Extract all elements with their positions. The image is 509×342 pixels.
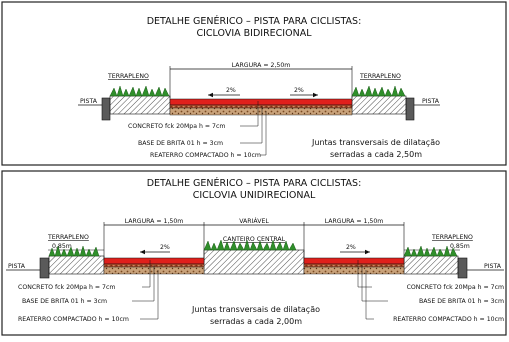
panel2-leader-left-reaterro	[140, 270, 159, 320]
panel2-right-layer-brita	[303, 263, 405, 268]
panel2-grass-right	[403, 245, 458, 257]
panel2-right-layer-reaterro	[303, 266, 405, 275]
panel2-dim-right: 0,85m	[450, 243, 470, 250]
panel1-label-brita: BASE DE BRITA 01 h = 3cm	[138, 140, 223, 147]
panel1-note-line2: serradas a cada 2,50m	[330, 150, 422, 159]
panel2-terrapleno-right: TERRAPLENO	[431, 234, 473, 241]
panel1-leader-concrete	[240, 101, 259, 127]
panel1-slope-arrowhead-right	[313, 92, 318, 98]
panel2-terrapleno-left: TERRAPLENO	[47, 234, 89, 241]
panel2-label-left-brita: BASE DE BRITA 01 h = 3cm	[22, 298, 107, 305]
panel2-leader-right-reaterro	[365, 270, 374, 320]
panel1-curb-right	[405, 97, 415, 121]
panel2-frame	[1, 170, 507, 336]
panel1-layer-brita	[169, 104, 353, 109]
panel2-label-right-brita: BASE DE BRITA 01 h = 3cm	[419, 298, 504, 305]
panel1-terrapleno-right: TERRAPLENO	[359, 73, 401, 80]
panel1-pista-left: PISTA	[80, 98, 98, 105]
panel2-label-left-reaterro: REATERRO COMPACTADO h = 10cm	[18, 316, 129, 323]
panel1-grass-right	[351, 85, 406, 97]
panel1-pista-right: PISTA	[422, 98, 440, 105]
panel1-leader-reaterro	[260, 111, 267, 156]
panel1-slope-right: 2%	[294, 87, 304, 94]
panel1-curb-left	[101, 97, 111, 121]
panel2-leader-right-concrete	[357, 260, 372, 288]
panel2-grass-left	[48, 245, 100, 257]
panel2-largura-right: LARGURA = 1,50m	[325, 218, 384, 225]
panel1-label-concrete: CONCRETO fck 20Mpa h = 7cm	[128, 123, 225, 130]
panel1-layer-reaterro	[169, 107, 353, 116]
panel1-subtitle: CICLOVIA BIDIRECIONAL	[196, 28, 312, 39]
panel2-note-line2: serradas a cada 2,00m	[210, 317, 302, 326]
panel2-variavel: VARIÁVEL	[239, 216, 269, 225]
panel2-pista-right: PISTA	[484, 263, 502, 270]
panel1-title: DETALHE GENÉRICO – PISTA PARA CICLISTAS:	[147, 15, 362, 27]
panel2-label-right-reaterro: REATERRO COMPACTADO h = 10cm	[393, 316, 504, 323]
panel1-grass-left	[109, 85, 170, 97]
panel1-leader-brita	[240, 106, 263, 144]
panel1-terrapleno-block-right	[351, 95, 407, 115]
panel2-pista-left: PISTA	[8, 263, 26, 270]
panel1-slope-left: 2%	[226, 87, 236, 94]
panel2-curb-left	[39, 257, 50, 279]
panel1-largura-label: LARGURA = 2,50m	[232, 62, 291, 69]
panel2-slope-left: 2%	[160, 244, 170, 251]
panel2-left-layer-concrete	[103, 257, 205, 265]
panel2-leader-right-brita	[361, 265, 388, 302]
panel2-canteiro-label: CANTEIRO CENTRAL	[223, 236, 286, 243]
panel1-layer-concrete	[169, 98, 353, 106]
panel2-grass-canteiro	[203, 239, 297, 251]
panel1-terrapleno-left: TERRAPLENO	[107, 73, 149, 80]
panel1-label-reaterro: REATERRO COMPACTADO h = 10cm	[150, 152, 261, 159]
panel2-largura-left: LARGURA = 1,50m	[125, 218, 184, 225]
panel2-title: DETALHE GENÉRICO – PISTA PARA CICLISTAS:	[147, 177, 362, 189]
panel2-label-right-concrete: CONCRETO fck 20Mpa h = 7cm	[407, 284, 504, 291]
panel2-terrapleno-block-right	[403, 255, 459, 275]
panel2-label-left-concrete: CONCRETO fck 20Mpa h = 7cm	[18, 284, 115, 291]
panel2-canteiro-block	[203, 249, 305, 275]
panel2-dim-left: 0,85m	[52, 243, 72, 250]
panel1-frame	[1, 1, 507, 166]
panel1-terrapleno-block-left	[109, 95, 171, 115]
panel2-curb-right	[457, 257, 468, 279]
panel2-terrapleno-block-left	[48, 255, 105, 275]
panel2-right-layer-concrete	[303, 257, 405, 265]
panel2-slope-right: 2%	[346, 244, 356, 251]
panel2-note-line1: Juntas transversais de dilatação	[191, 305, 320, 314]
panel2-slope-arrowhead-right	[365, 249, 370, 255]
panel1-slope-arrowhead-left	[208, 92, 213, 98]
panel2-slope-arrowhead-left	[140, 249, 145, 255]
panel2-leader-left-concrete	[142, 260, 151, 288]
panel1-note-line1: Juntas transversais de dilatação	[311, 138, 440, 147]
panel2-leader-left-brita	[132, 265, 155, 302]
panel2-subtitle: CICLOVIA UNIDIRECIONAL	[193, 190, 316, 201]
